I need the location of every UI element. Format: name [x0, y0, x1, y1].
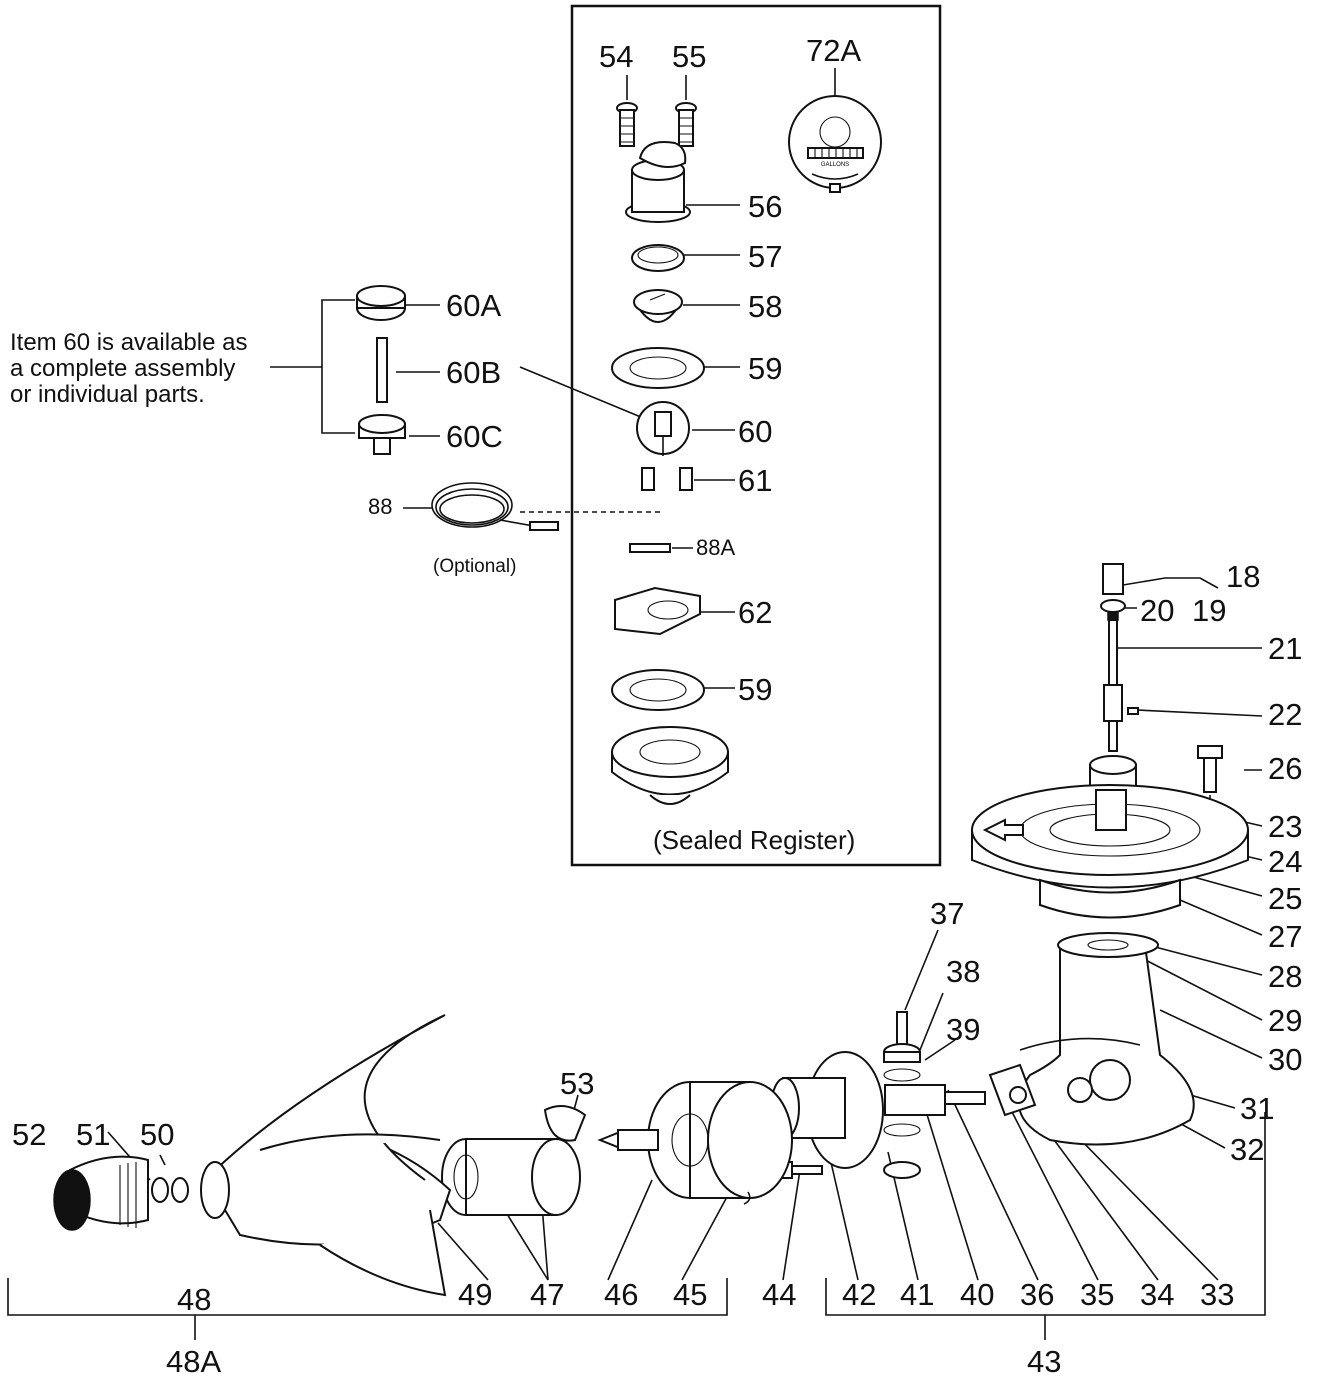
- part-label: 56: [748, 189, 783, 224]
- cable-88: [431, 482, 559, 531]
- part-label: 45: [673, 1277, 708, 1312]
- part-label: 27: [1268, 919, 1303, 954]
- rings-39: [883, 1068, 921, 1179]
- item-60-bracket: [270, 299, 355, 434]
- part-label: 57: [748, 239, 783, 274]
- assembly-60: [636, 401, 690, 456]
- part-label: 41: [900, 1277, 935, 1312]
- part-label: 61: [738, 463, 773, 498]
- part-label: 34: [1140, 1277, 1175, 1312]
- part-label: 24: [1268, 844, 1303, 879]
- note-line: or individual parts.: [10, 381, 205, 408]
- nosecone-52: [53, 1155, 149, 1231]
- bushing-38: [883, 1043, 921, 1063]
- part-label: 44: [762, 1277, 797, 1312]
- part-label: 21: [1268, 631, 1303, 666]
- ring-57: [631, 244, 685, 272]
- spindle-53: [543, 1105, 659, 1151]
- part-label: 58: [748, 289, 783, 324]
- connector-88a: [629, 543, 671, 553]
- note-line: Item 60 is available as: [10, 329, 248, 356]
- part-label: 30: [1268, 1042, 1303, 1077]
- nut-23: [1089, 755, 1137, 788]
- group-label: 48A: [166, 1344, 222, 1379]
- group-label: 48: [177, 1282, 212, 1317]
- note-line: a complete assembly: [10, 355, 236, 382]
- part-label: 32: [1230, 1132, 1265, 1167]
- stem-assembly: [1100, 563, 1126, 752]
- part-label: 54: [599, 39, 634, 74]
- part-label: 60: [738, 414, 773, 449]
- housing-46: [647, 1081, 793, 1205]
- gasket-59-top: [611, 347, 705, 389]
- sleeve-47: [441, 1138, 581, 1216]
- bolt-26: [1197, 745, 1223, 812]
- knob-60c: [358, 414, 406, 455]
- part-label: 52: [12, 1117, 47, 1152]
- screw-54: [616, 102, 638, 147]
- housing-30: [1017, 932, 1195, 1146]
- screws-61: [641, 467, 693, 491]
- part-label: 19: [1192, 593, 1227, 628]
- sealed-register-caption: (Sealed Register): [653, 825, 856, 855]
- part-label: 46: [604, 1277, 639, 1312]
- part-label: 42: [842, 1277, 877, 1312]
- part-label: 25: [1268, 881, 1303, 916]
- part-label: 22: [1268, 697, 1303, 732]
- part-label: 62: [738, 595, 773, 630]
- group-label: 43: [1027, 1344, 1062, 1379]
- plate-62: [614, 586, 701, 636]
- part-label: 60A: [446, 288, 502, 323]
- part-label: 28: [1268, 959, 1303, 994]
- part-label: 20: [1140, 593, 1175, 628]
- part-label: 59: [738, 672, 773, 707]
- part-label: 39: [946, 1012, 981, 1047]
- part-label: 49: [458, 1277, 493, 1312]
- sealed-register-frame: [570, 4, 942, 867]
- screw-22: [1127, 707, 1139, 715]
- part-label: 72A: [806, 33, 862, 68]
- gasket-27: [1039, 878, 1181, 919]
- part-label: 35: [1080, 1277, 1115, 1312]
- part-label: 55: [672, 39, 707, 74]
- part-label: 31: [1240, 1091, 1275, 1126]
- shaft-60b: [376, 337, 388, 403]
- flange-25: [971, 784, 1249, 889]
- lid-56: [625, 141, 691, 223]
- gasket-59-bottom: [611, 669, 705, 711]
- part-label: 51: [76, 1117, 111, 1152]
- group-brackets: [7, 1112, 1266, 1340]
- part-label: 40: [960, 1277, 995, 1312]
- cup-58: [633, 289, 683, 323]
- nut-50: [171, 1177, 189, 1203]
- part-label: 60B: [446, 355, 502, 390]
- cap-60a: [356, 285, 406, 321]
- register-base: [611, 726, 729, 805]
- part-label: 37: [930, 896, 965, 931]
- part-label: 36: [1020, 1277, 1055, 1312]
- part-label: 50: [140, 1117, 175, 1152]
- part-label: 60C: [446, 419, 503, 454]
- part-label: 23: [1268, 809, 1303, 844]
- part-label: 38: [946, 954, 981, 989]
- screw-55: [675, 102, 697, 147]
- item-60-note: Item 60 is available as a complete assem…: [10, 330, 247, 408]
- part-label: 33: [1200, 1277, 1235, 1312]
- part-label: 88: [368, 494, 393, 519]
- register-face-text: GALLONS: [821, 162, 849, 168]
- shaft-assembly: [884, 1063, 1037, 1117]
- part-label: 59: [748, 351, 783, 386]
- part-label: 47: [530, 1277, 565, 1312]
- washer-51: [151, 1177, 169, 1203]
- part-label: 26: [1268, 751, 1303, 786]
- part-label: 53: [560, 1066, 595, 1101]
- part-label: 88A: [696, 535, 736, 560]
- optional-caption: (Optional): [433, 556, 517, 577]
- part-label: 29: [1268, 1003, 1303, 1038]
- register-dial-72a: GALLONS: [788, 95, 882, 193]
- propeller-49: [200, 1014, 452, 1297]
- part-label: 18: [1226, 559, 1261, 594]
